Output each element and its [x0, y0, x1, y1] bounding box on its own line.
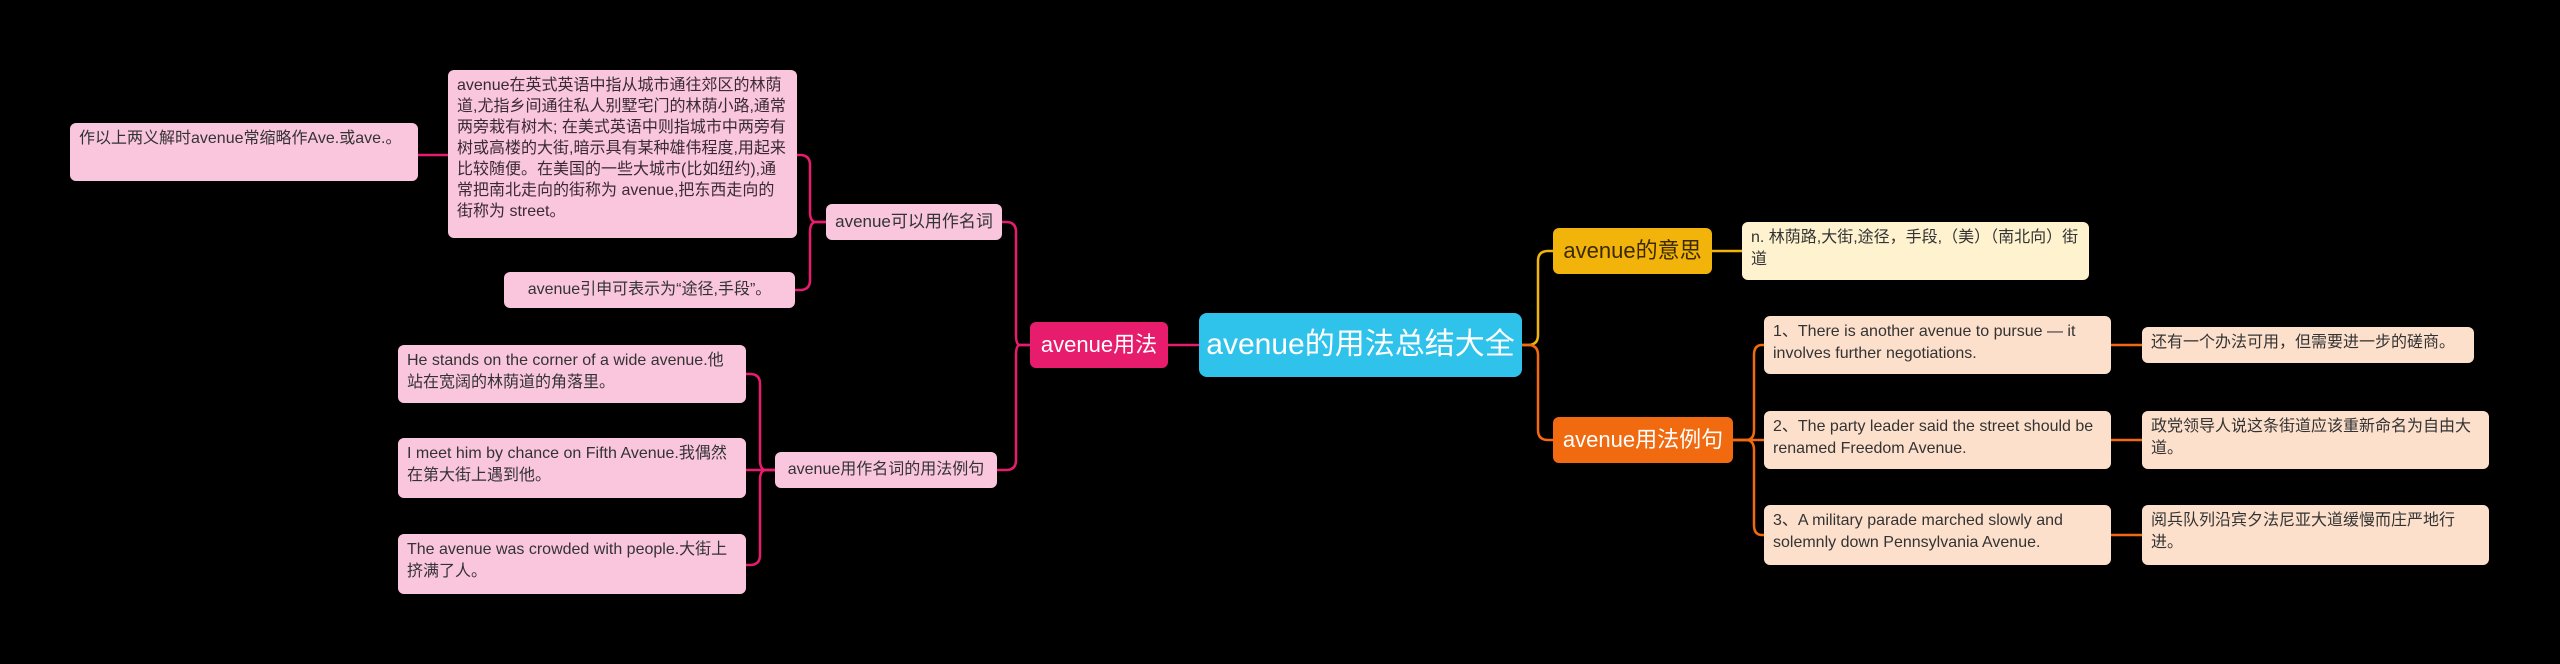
branch-avenue-meaning[interactable]: avenue的意思 — [1553, 228, 1712, 274]
note-definition-text: avenue在英式英语中指从城市通往郊区的林荫道,尤指乡间通往私人别墅宅门的林荫… — [457, 77, 786, 220]
sentence-zh-3-text: 阅兵队列沿宾夕法尼亚大道缓慢而庄严地行进。 — [2151, 512, 2456, 551]
connector-rex-item1 — [1733, 343, 1764, 442]
connector-root-meaning — [1522, 249, 1553, 347]
note-extended-meaning-text: avenue引申可表示为“途径,手段”。 — [527, 281, 772, 298]
example-item-1[interactable]: He stands on the corner of a wide avenue… — [398, 345, 746, 403]
sentence-en-1-text: 1、There is another avenue to pursue — it… — [1773, 323, 2076, 362]
sentence-zh-1[interactable]: 还有一个办法可用，但需要进一步的磋商。 — [2142, 327, 2474, 363]
connector-nounuse-definition — [797, 153, 826, 224]
example-item-3-text: The avenue was crowded with people.大街上挤满… — [407, 541, 728, 580]
connector-examples-item3 — [746, 468, 775, 567]
connector-left-nounexamples — [980, 343, 1030, 472]
sentence-en-1[interactable]: 1、There is another avenue to pursue — it… — [1764, 316, 2111, 374]
note-abbreviation-text: 作以上两义解时avenue常缩略作Ave.或ave.。 — [79, 130, 402, 147]
example-item-3[interactable]: The avenue was crowded with people.大街上挤满… — [398, 534, 746, 594]
sentence-en-3-text: 3、A military parade marched slowly and s… — [1773, 512, 2063, 551]
branch-avenue-usage[interactable]: avenue用法 — [1030, 322, 1168, 368]
topic-noun-examples[interactable]: avenue用作名词的用法例句 — [775, 452, 997, 488]
example-item-1-text: He stands on the corner of a wide avenue… — [407, 352, 724, 391]
example-item-2-text: I meet him by chance on Fifth Avenue.我偶然… — [407, 445, 727, 484]
example-item-2[interactable]: I meet him by chance on Fifth Avenue.我偶然… — [398, 438, 746, 498]
connector-examples-item1 — [746, 372, 775, 472]
sentence-zh-2[interactable]: 政党领导人说这条街道应该重新命名为自由大道。 — [2142, 411, 2489, 469]
note-definition[interactable]: avenue在英式英语中指从城市通往郊区的林荫道,尤指乡间通往私人别墅宅门的林荫… — [448, 70, 797, 238]
sentence-en-2[interactable]: 2、The party leader said the street shoul… — [1764, 411, 2111, 469]
root-topic-label: avenue的用法总结大全 — [1206, 328, 1515, 361]
connector-left-nounuse — [980, 220, 1030, 347]
note-extended-meaning[interactable]: avenue引申可表示为“途径,手段”。 — [504, 272, 795, 308]
sentence-en-3[interactable]: 3、A military parade marched slowly and s… — [1764, 505, 2111, 565]
sentence-zh-2-text: 政党领导人说这条街道应该重新命名为自由大道。 — [2151, 418, 2472, 457]
root-topic[interactable]: avenue的用法总结大全 — [1199, 313, 1522, 377]
note-abbreviation[interactable]: 作以上两义解时avenue常缩略作Ave.或ave.。 — [70, 123, 418, 181]
meaning-definition[interactable]: n. 林荫路,大街,途径，手段,（美）（南北向）街道 — [1742, 222, 2089, 280]
sentence-zh-1-text: 还有一个办法可用，但需要进一步的磋商。 — [2151, 334, 2456, 351]
meaning-definition-text: n. 林荫路,大街,途径，手段,（美）（南北向）街道 — [1751, 229, 2079, 268]
topic-noun-use[interactable]: avenue可以用作名词 — [826, 204, 1002, 240]
sentence-zh-3[interactable]: 阅兵队列沿宾夕法尼亚大道缓慢而庄严地行进。 — [2142, 505, 2489, 565]
branch-avenue-examples[interactable]: avenue用法例句 — [1553, 417, 1733, 463]
connector-nounuse-extended — [795, 220, 826, 292]
branch-avenue-meaning-label: avenue的意思 — [1563, 238, 1702, 263]
branch-avenue-usage-label: avenue用法 — [1040, 332, 1158, 357]
branch-avenue-examples-label: avenue用法例句 — [1562, 427, 1724, 452]
topic-noun-use-label: avenue可以用作名词 — [835, 212, 993, 231]
connector-root-examples — [1522, 343, 1553, 442]
topic-noun-examples-label: avenue用作名词的用法例句 — [787, 461, 985, 478]
sentence-en-2-text: 2、The party leader said the street shoul… — [1773, 418, 2094, 457]
connector-rex-item3 — [1733, 438, 1764, 537]
